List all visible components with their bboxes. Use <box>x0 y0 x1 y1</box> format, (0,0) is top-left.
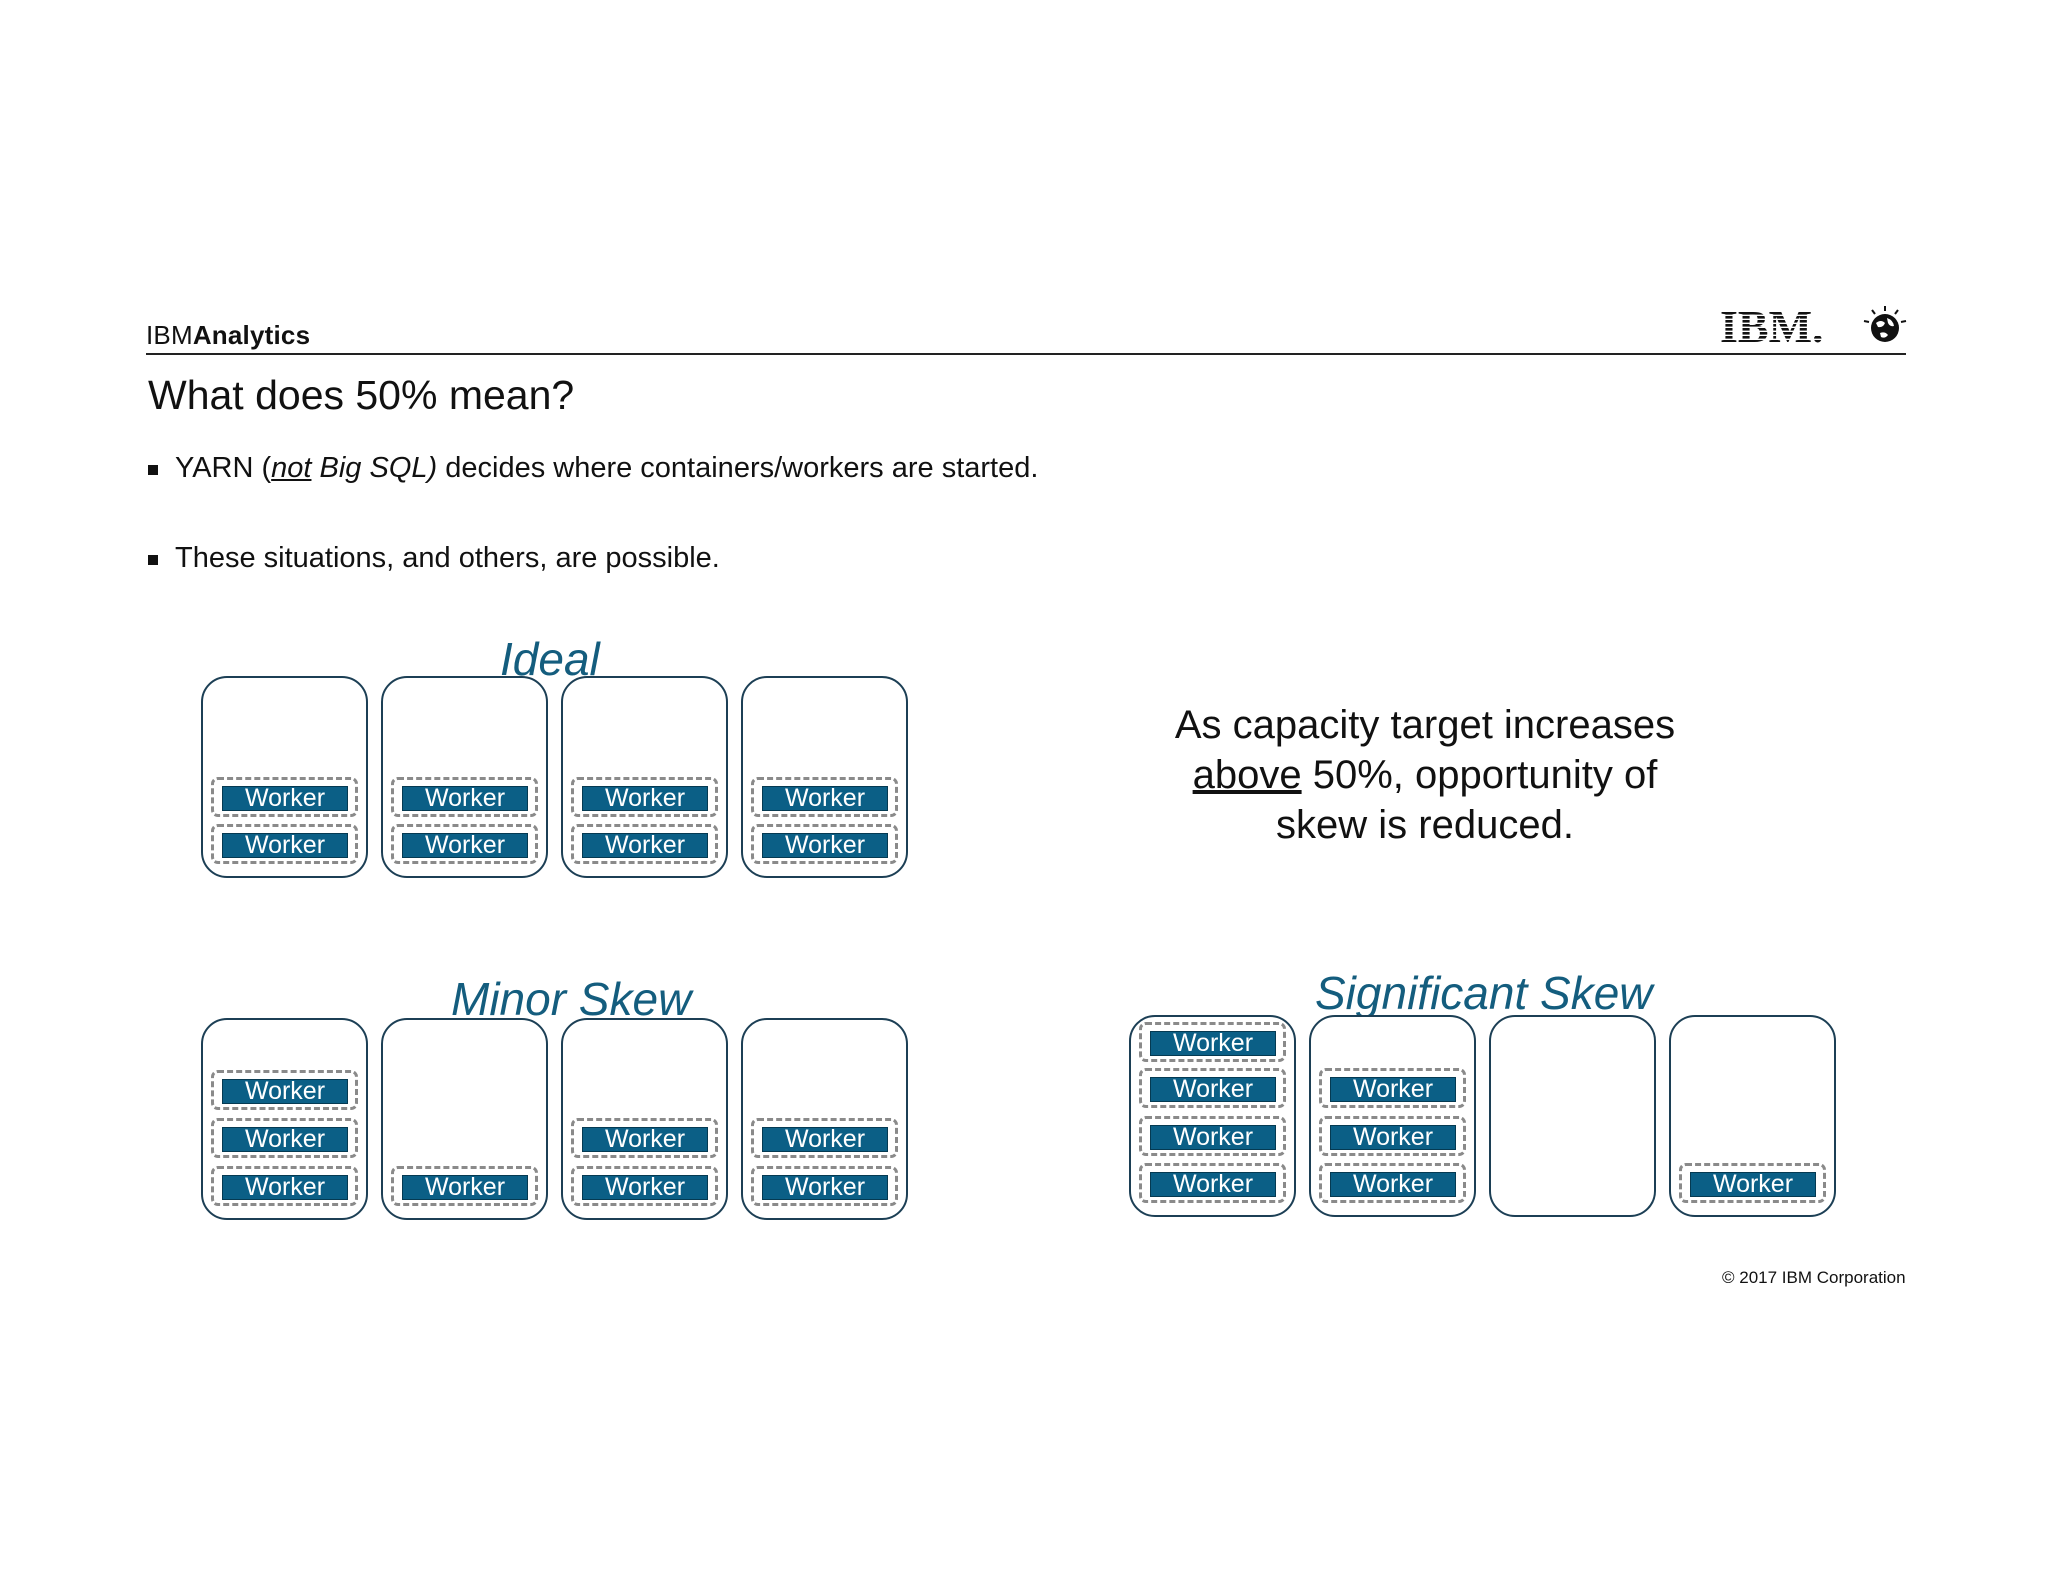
container-slot: Worker <box>1139 1116 1286 1156</box>
bullet-situations-text: These situations, and others, are possib… <box>175 542 720 574</box>
worker-label: Worker <box>222 833 348 858</box>
container-slot: Worker <box>211 1118 358 1158</box>
node <box>1489 1015 1656 1217</box>
header-rule <box>146 353 1906 355</box>
container-slot: Worker <box>751 777 898 817</box>
header-brand: IBMAnalytics <box>146 320 310 351</box>
worker-label: Worker <box>1690 1172 1816 1197</box>
bullet-situations: These situations, and others, are possib… <box>148 542 720 575</box>
worker-label: Worker <box>222 1127 348 1152</box>
container-slot: Worker <box>1319 1068 1466 1108</box>
worker-label: Worker <box>762 833 888 858</box>
container-slot: Worker <box>751 1118 898 1158</box>
worker-label: Worker <box>1150 1031 1276 1056</box>
container-slot: Worker <box>211 824 358 864</box>
bullet-yarn: YARN (not Big SQL) decides where contain… <box>148 452 1038 485</box>
worker-label: Worker <box>402 1175 528 1200</box>
bullet-yarn-text: YARN (not Big SQL) decides where contain… <box>175 452 1039 484</box>
node: Worker Worker <box>561 1018 728 1220</box>
node: Worker Worker <box>741 1018 908 1220</box>
node: Worker Worker Worker Worker <box>1129 1015 1296 1217</box>
node: Worker Worker Worker <box>1309 1015 1476 1217</box>
worker-label: Worker <box>582 1127 708 1152</box>
capacity-note-line3: skew is reduced. <box>1276 803 1574 847</box>
worker-label: Worker <box>222 1175 348 1200</box>
worker-label: Worker <box>222 1079 348 1104</box>
ibm-logo-text: IBM. <box>1720 304 1824 348</box>
container-slot: Worker <box>1319 1163 1466 1203</box>
container-slot: Worker <box>571 824 718 864</box>
capacity-note-line1: As capacity target increases <box>1174 703 1676 747</box>
worker-label: Worker <box>402 833 528 858</box>
worker-label: Worker <box>1150 1125 1276 1150</box>
ibm-logo-graphic: IBM. <box>1720 301 1907 352</box>
slide-title: What does 50% mean? <box>148 372 575 418</box>
globe-icon <box>1863 306 1907 342</box>
worker-label: Worker <box>1330 1172 1456 1197</box>
container-slot: Worker <box>391 1166 538 1206</box>
worker-label: Worker <box>582 786 708 811</box>
node: Worker Worker <box>201 676 368 878</box>
worker-label: Worker <box>1150 1172 1276 1197</box>
node: Worker Worker <box>741 676 908 878</box>
worker-label: Worker <box>222 786 348 811</box>
node: Worker Worker <box>381 676 548 878</box>
worker-label: Worker <box>762 786 888 811</box>
container-slot: Worker <box>391 824 538 864</box>
bullet-marker <box>148 464 158 475</box>
container-slot: Worker <box>571 777 718 817</box>
container-slot: Worker <box>1139 1068 1286 1108</box>
container-slot: Worker <box>1319 1116 1466 1156</box>
container-slot: Worker <box>751 1166 898 1206</box>
container-slot: Worker <box>391 777 538 817</box>
node: Worker <box>1669 1015 1836 1217</box>
worker-label: Worker <box>762 1127 888 1152</box>
container-slot: Worker <box>751 824 898 864</box>
worker-label: Worker <box>402 786 528 811</box>
worker-label: Worker <box>1150 1077 1276 1102</box>
header-brand-bold: Analytics <box>192 320 311 350</box>
worker-label: Worker <box>582 833 708 858</box>
container-slot: Worker <box>1139 1163 1286 1203</box>
container-slot: Worker <box>211 1070 358 1110</box>
group-title-minor-skew: Minor Skew <box>451 973 692 1025</box>
worker-label: Worker <box>762 1175 888 1200</box>
node: Worker <box>381 1018 548 1220</box>
copyright: © 2017 IBM Corporation <box>1722 1268 1906 1287</box>
worker-label: Worker <box>1330 1077 1456 1102</box>
node: Worker Worker Worker <box>201 1018 368 1220</box>
container-slot: Worker <box>571 1166 718 1206</box>
ibm-logo: IBM. <box>1720 301 1910 353</box>
capacity-note: As capacity target increases above 50%, … <box>1150 700 1700 850</box>
container-slot: Worker <box>211 1166 358 1206</box>
container-slot: Worker <box>1679 1163 1826 1203</box>
group-title-significant-skew: Significant Skew <box>1315 967 1653 1019</box>
container-slot: Worker <box>571 1118 718 1158</box>
header-brand-light: IBM <box>146 320 193 350</box>
container-slot: Worker <box>1139 1022 1286 1062</box>
node: Worker Worker <box>561 676 728 878</box>
worker-label: Worker <box>582 1175 708 1200</box>
container-slot: Worker <box>211 777 358 817</box>
capacity-note-line2: above 50%, opportunity of <box>1192 753 1658 797</box>
worker-label: Worker <box>1330 1125 1456 1150</box>
bullet-marker <box>148 554 158 565</box>
